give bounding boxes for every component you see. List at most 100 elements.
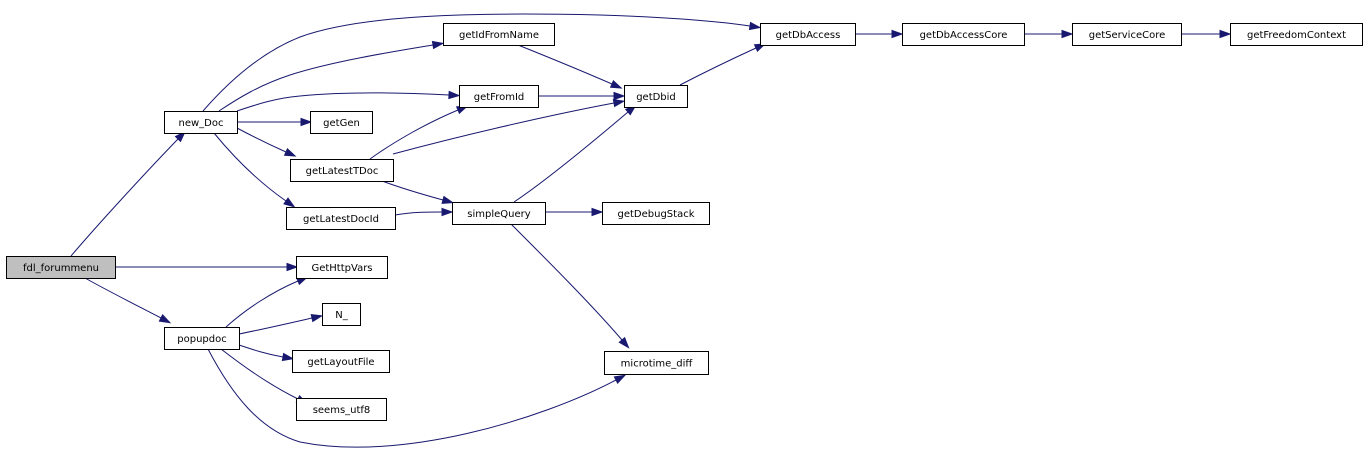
node-box (286, 207, 396, 230)
edge-new_Doc-to-getLatestDocId (213, 132, 296, 208)
edge-new_Doc-to-getIdFromName (218, 40, 445, 112)
edge-line (236, 92, 450, 112)
edge-line (392, 102, 615, 155)
edge-new_Doc-to-getDbAccess (202, 13, 762, 112)
node-box (459, 85, 539, 108)
edge-fdl_forummenu-to-new_Doc (70, 130, 187, 257)
node-box (296, 256, 388, 279)
arrowhead (609, 79, 623, 89)
node-popupdoc[interactable]: popupdoc (164, 327, 240, 350)
arrowhead (613, 91, 626, 101)
node-box (602, 202, 710, 225)
edge-getDbid-to-getDbAccess (679, 43, 767, 86)
node-box (296, 398, 387, 421)
edge-line (218, 44, 434, 112)
node-box (164, 111, 238, 134)
node-label: fdl_forummenu (23, 263, 99, 274)
edge-line (70, 138, 179, 257)
arrowhead (618, 336, 630, 349)
edge-new_Doc-to-getFromId (236, 90, 461, 112)
node-label: getLatestTDoc (306, 166, 379, 177)
edge-line (517, 44, 613, 85)
node-getgen[interactable]: getGen (310, 111, 373, 134)
edge-popupdoc-to-microtime_diff (207, 348, 627, 448)
node-box (760, 23, 856, 46)
arrowhead (891, 29, 904, 39)
node-label: getDbAccessCore (920, 30, 1008, 41)
edge-line (394, 211, 443, 216)
node-getdbaccesscore[interactable]: getDbAccessCore (902, 23, 1025, 46)
edge-line (213, 132, 287, 202)
arrowhead (310, 314, 324, 323)
node-microtime-diff[interactable]: microtime_diff (604, 351, 709, 375)
node-box (604, 351, 709, 375)
node-new-doc[interactable]: new_Doc (164, 111, 238, 134)
node-label: getDbid (636, 92, 676, 103)
node-label: N_ (335, 310, 348, 321)
edge-line (236, 127, 287, 153)
edge-line (513, 111, 629, 203)
node-gethttpvars[interactable]: GetHttpVars (296, 256, 388, 279)
edge-getFromId-to-getDbid (538, 91, 626, 101)
edge-getDbAccessCore-to-getServiceCore (1024, 29, 1074, 39)
arrowhead (591, 207, 604, 217)
node-simplequery[interactable]: simpleQuery (452, 202, 546, 225)
edge-line (207, 348, 617, 448)
node-getfreedomcontext[interactable]: getFreedomContext (1230, 23, 1363, 46)
edge-line (238, 344, 284, 358)
node-label: getLatestDocId (303, 214, 379, 225)
edge-simpleQuery-to-microtime_diff (510, 223, 630, 349)
node-label: getDebugStack (618, 209, 695, 220)
node-n-[interactable]: N_ (322, 303, 361, 326)
arrowhead (431, 40, 445, 50)
node-getlatestdocid[interactable]: getLatestDocId (286, 207, 396, 230)
edge-line (84, 277, 162, 319)
node-label: microtime_diff (621, 359, 694, 370)
node-label: getDbAccess (776, 30, 841, 41)
edge-line (202, 13, 751, 112)
node-label: new_Doc (179, 118, 224, 129)
node-getlatesttdoc[interactable]: getLatestTDoc (290, 159, 394, 182)
edge-popupdoc-to-GetHttpVars (225, 276, 309, 328)
node-box (290, 159, 394, 182)
node-getdebugstack[interactable]: getDebugStack (602, 202, 710, 225)
node-label: getFromId (474, 92, 525, 103)
node-fdl-forummenu[interactable]: fdl_forummenu (6, 256, 116, 279)
edge-simpleQuery-to-getDebugStack (545, 207, 604, 217)
edge-getServiceCore-to-getFreedomContext (1181, 29, 1232, 39)
arrowhead (748, 21, 762, 31)
node-label: getIdFromName (459, 30, 539, 41)
arrowhead (441, 207, 454, 217)
arrowhead (1219, 29, 1232, 39)
node-label: seems_utf8 (313, 405, 371, 416)
node-label: GetHttpVars (311, 263, 372, 274)
edge-line (679, 47, 757, 86)
arrowhead (158, 314, 172, 324)
arrowhead (612, 98, 626, 108)
edge-popupdoc-to-N_ (238, 314, 324, 335)
node-box (443, 23, 555, 46)
edge-getLatestTDoc-to-simpleQuery (381, 180, 455, 204)
arrowhead (613, 374, 627, 384)
arrowhead (448, 90, 461, 100)
node-getidfromname[interactable]: getIdFromName (443, 23, 555, 46)
node-getdbid[interactable]: getDbid (624, 85, 688, 108)
node-getlayoutfile[interactable]: getLayoutFile (292, 350, 390, 373)
node-getfromid[interactable]: getFromId (459, 85, 539, 108)
edge-popupdoc-to-getLayoutFile (238, 344, 295, 362)
node-box (1230, 23, 1363, 46)
edge-getLatestTDoc-to-getDbid (392, 98, 626, 155)
node-getservicecore[interactable]: getServiceCore (1072, 23, 1182, 46)
node-box (292, 350, 390, 373)
edge-fdl_forummenu-to-GetHttpVars (115, 262, 299, 272)
node-box (452, 202, 546, 225)
edge-line (238, 317, 313, 335)
node-label: getGen (323, 118, 360, 129)
edges-layer (70, 13, 1232, 448)
node-box (310, 111, 373, 134)
node-label: simpleQuery (467, 209, 530, 220)
edge-getLatestDocId-to-simpleQuery (394, 207, 454, 217)
node-box (6, 256, 116, 279)
node-seems-utf8[interactable]: seems_utf8 (296, 398, 387, 421)
node-getdbaccess[interactable]: getDbAccess (760, 23, 856, 46)
